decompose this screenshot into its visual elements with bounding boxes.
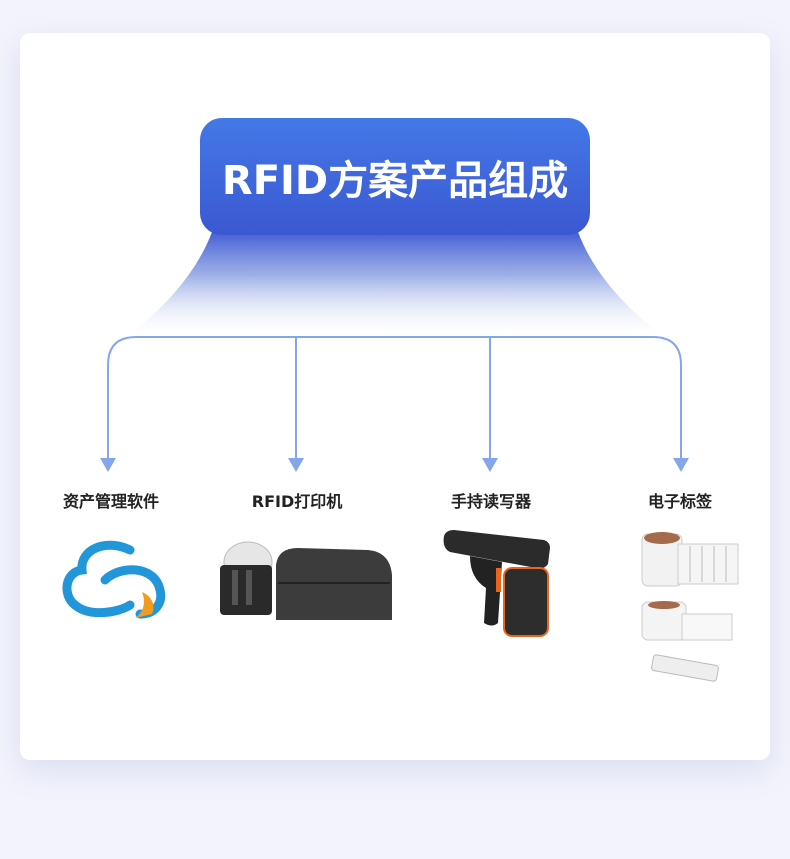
rfid-tags-image — [641, 532, 739, 682]
product-label-tags: 电子标签 — [647, 492, 713, 511]
product-label-printer: RFID打印机 — [251, 492, 343, 511]
product-label-software: 资产管理软件 — [62, 492, 160, 511]
arrow-4-icon — [673, 458, 689, 472]
cloud-logo-icon — [62, 540, 166, 619]
connector-left — [107, 336, 682, 458]
arrow-1-icon — [100, 458, 116, 472]
arrow-3-icon — [482, 458, 498, 472]
printer-image — [220, 541, 392, 620]
title-banner: RFID方案产品组成 — [200, 118, 590, 235]
product-label-reader: 手持读写器 — [450, 492, 532, 511]
handheld-reader-image — [443, 530, 550, 637]
arrow-2-icon — [288, 458, 304, 472]
fan-gradient — [122, 232, 668, 340]
